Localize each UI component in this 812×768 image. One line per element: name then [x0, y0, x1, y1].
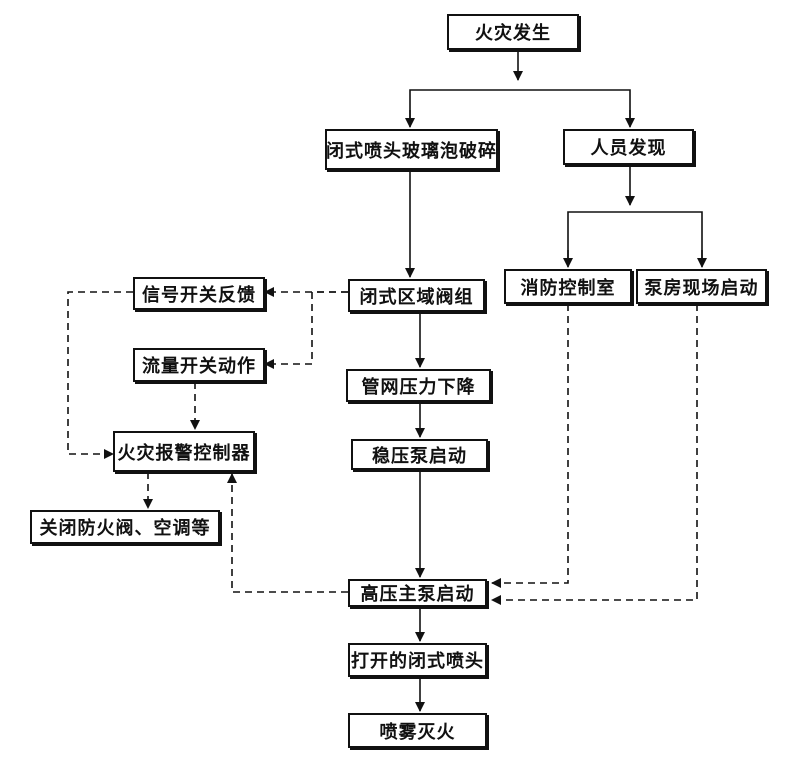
node-open-sprinkler: 打开的闭式喷头: [348, 643, 487, 677]
edge-control-room-to-main: [491, 304, 569, 588]
edge-pump-room-to-main: [491, 304, 698, 605]
node-close-dampers-ac: 关闭防火阀、空调等: [30, 510, 220, 544]
node-spray-extinguish: 喷雾灭火: [348, 713, 487, 748]
node-pump-room-start: 泵房现场启动: [636, 269, 767, 304]
node-glass-bulb-break: 闭式喷头玻璃泡破碎: [325, 129, 498, 170]
edge-main-to-alarm: [227, 473, 348, 593]
node-personnel-discover: 人员发现: [563, 129, 694, 165]
node-fire-control-room: 消防控制室: [504, 269, 632, 304]
node-pipe-pressure-drop: 管网压力下降: [346, 369, 491, 402]
edge-split-to-branches: [409, 89, 631, 120]
node-fire-occurs: 火灾发生: [447, 14, 579, 50]
node-signal-switch-feedback: 信号开关反馈: [133, 277, 265, 310]
node-zone-valve-group: 闭式区域阀组: [348, 279, 485, 312]
edge-personnel-split: [567, 211, 703, 262]
edge-signal-to-alarm: [67, 291, 133, 459]
node-fire-alarm-controller: 火灾报警控制器: [113, 431, 255, 472]
node-main-pump-start: 高压主泵启动: [348, 579, 487, 607]
edge-valve-to-flow: [264, 291, 348, 369]
node-jockey-pump-start: 稳压泵启动: [351, 439, 488, 470]
node-flow-switch-action: 流量开关动作: [133, 348, 265, 382]
